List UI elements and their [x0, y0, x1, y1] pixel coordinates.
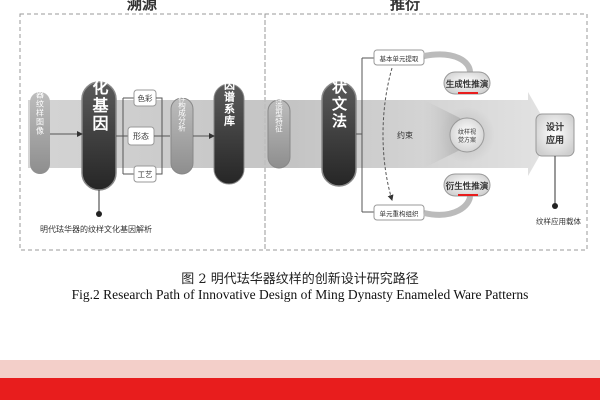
right-note: 纹样应用载体 [536, 216, 581, 226]
library-label: 基因谱系库 [223, 66, 237, 127]
culture-gene-label: 文化基因 [90, 60, 110, 133]
svg-text:生成性推演: 生成性推演 [446, 79, 489, 90]
shape-grammar-label: 形状文法 [330, 61, 348, 130]
converge-lines [154, 97, 170, 175]
derivative-node: 衍生性推演 [443, 173, 491, 197]
attribute-form: 形态 [127, 126, 155, 146]
page-footer-band [0, 360, 600, 378]
attribute-craft: 工艺 [133, 165, 157, 183]
curve-arrow-top [423, 51, 473, 73]
constraint-curve [382, 67, 394, 201]
start-image-label: 珐华器纹样图像 [36, 72, 45, 136]
svg-text:衍生性推演: 衍生性推演 [445, 181, 489, 192]
unit-extract-node: 基本单元提取 [373, 49, 425, 66]
feature-label: 纹样造型特征 [274, 86, 283, 134]
design-application-label: 设计应用 [546, 121, 564, 146]
start-image-box [30, 92, 50, 174]
visual-scheme-node [449, 117, 485, 153]
figure-caption-en: Fig.2 Research Path of Innovative Design… [71, 287, 529, 302]
svg-text:基本单元提取: 基本单元提取 [380, 54, 420, 63]
attribute-color: 色彩 [133, 89, 157, 107]
generative-node: 生成性推演 [443, 71, 491, 95]
section-title-right: 推衍 [390, 0, 420, 13]
curve-arrow-bottom [423, 195, 473, 218]
left-section-frame [19, 13, 266, 251]
svg-text:单元重构组织: 单元重构组织 [380, 209, 420, 218]
attribute-bracket [116, 97, 134, 175]
section-title-left: 溯源 [127, 0, 157, 13]
figure-caption-zh: 图 2 明代珐华器纹样的创新设计研究路径 [181, 272, 419, 287]
svg-text:形态: 形态 [133, 131, 149, 141]
svg-text:工艺: 工艺 [138, 170, 153, 179]
svg-text:色彩: 色彩 [138, 93, 153, 103]
analysis-label: 纹样构成分析 [177, 85, 186, 133]
right-note-dot [552, 203, 558, 209]
feature-node [267, 99, 291, 169]
unit-reorganize-node: 单元重构组织 [373, 204, 425, 221]
page-footer-red-bar [0, 378, 600, 400]
left-note-dot [96, 211, 102, 217]
research-path-diagram: 溯源 推衍 珐华器纹样图像 文化基因 色彩 形态 工艺 纹样构成分析 基因谱系库… [19, 0, 588, 251]
design-application-node [535, 113, 575, 157]
visual-scheme-label: 纹样视觉方案 [458, 128, 476, 144]
constraint-label: 约束 [397, 130, 413, 140]
left-note: 明代珐华器的纹样文化基因解析 [40, 224, 152, 234]
grammar-bracket [356, 57, 374, 213]
